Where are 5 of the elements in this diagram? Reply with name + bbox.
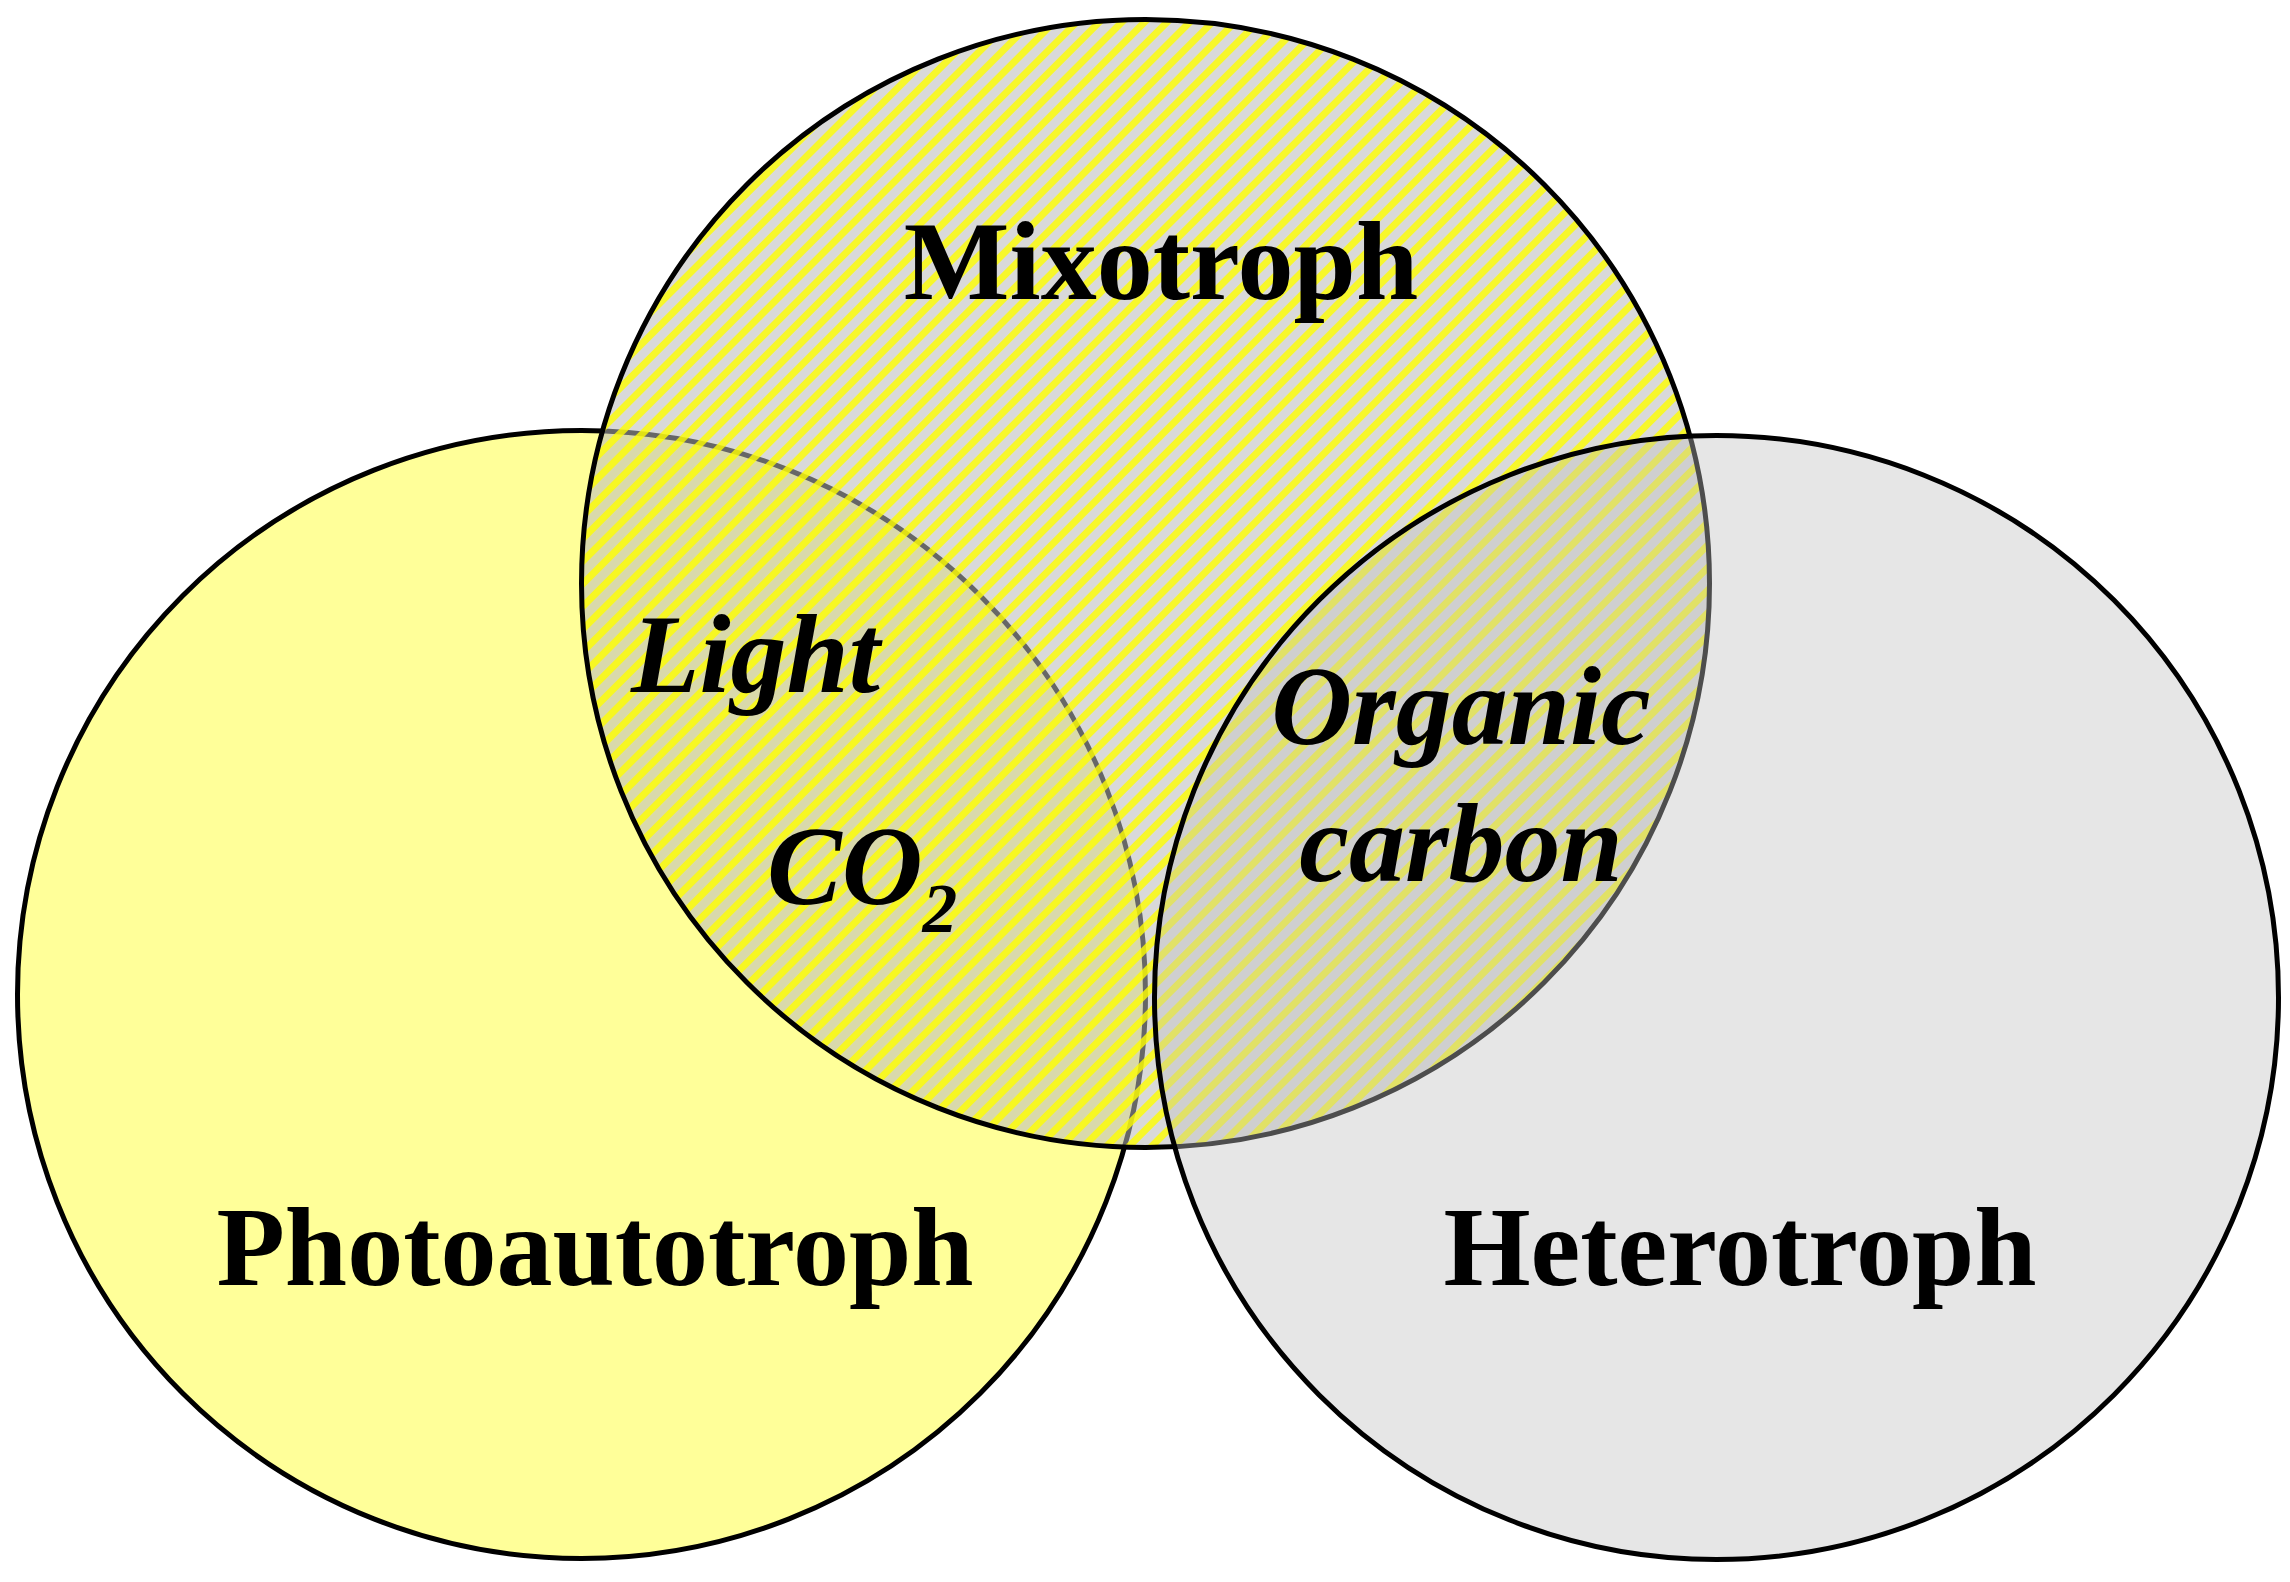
circle-title: Photoautotroph [216,1184,974,1311]
venn-circle [1151,432,2281,1562]
circle-title: Heterotroph [1443,1184,2037,1311]
venn-circle [578,16,1712,1150]
overlap-label: Organic carbon [1270,642,1652,907]
